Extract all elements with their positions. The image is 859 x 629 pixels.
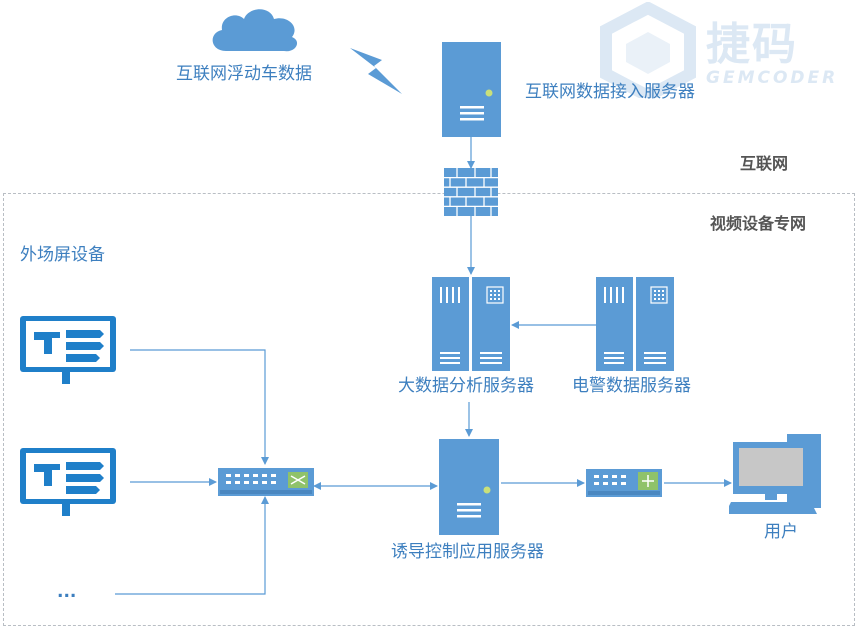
link-screen1-to-switch xyxy=(130,349,269,465)
label-internet-data-server: 互联网数据接入服务器 xyxy=(525,82,695,102)
computer-icon xyxy=(729,434,821,514)
label-outdoor-screen: 外场屏设备 xyxy=(20,245,105,265)
internet-data-server-icon xyxy=(442,42,501,137)
label-user: 用户 xyxy=(764,522,798,542)
private-network-boundary xyxy=(3,193,855,626)
label-internet-car-data: 互联网浮动车数据 xyxy=(176,64,312,84)
guidance-server-icon xyxy=(439,439,499,535)
link-more-to-switch xyxy=(115,496,269,595)
cloud-icon xyxy=(212,9,298,52)
switch-icon xyxy=(218,468,314,496)
label-big-data-server: 大数据分析服务器 xyxy=(398,376,534,396)
zone-label-internet: 互联网 xyxy=(740,154,789,173)
watermark-subtitle: GEMCODER xyxy=(706,68,839,88)
outdoor-screen-2-icon xyxy=(20,448,116,516)
zone-label-private-net: 视频设备专网 xyxy=(710,214,807,233)
label-guidance-server: 诱导控制应用服务器 xyxy=(391,542,544,562)
police-data-server-icon xyxy=(596,277,674,371)
watermark-brand: 捷码 xyxy=(706,19,798,70)
label-police-data-server: 电警数据服务器 xyxy=(572,376,691,396)
lightning-icon xyxy=(350,48,402,94)
user-switch-icon xyxy=(586,469,662,497)
outdoor-screen-1-icon xyxy=(20,316,116,384)
big-data-server-icon xyxy=(432,277,510,371)
label-more-devices: ... xyxy=(57,582,77,602)
firewall-icon xyxy=(444,168,498,216)
watermark-cube-icon xyxy=(600,2,696,98)
